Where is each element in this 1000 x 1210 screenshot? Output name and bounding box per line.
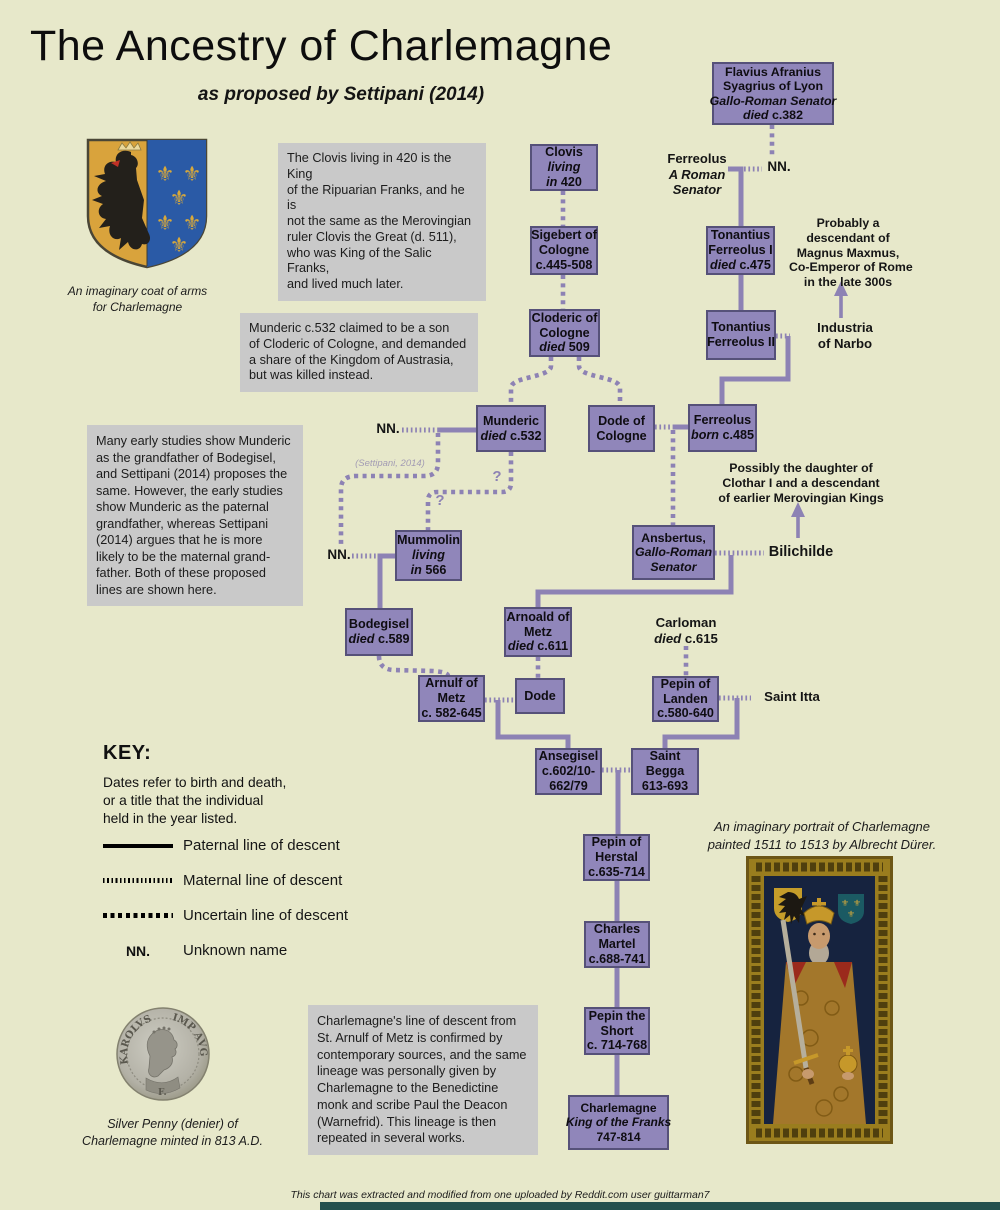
fleur-shield-icon: ⚜⚜⚜ (838, 894, 864, 924)
coin-mint-mark: F. (158, 1088, 167, 1098)
eagle-shield-icon (774, 888, 807, 924)
key-item-uncertain: Uncertain line of descent (103, 898, 413, 933)
coin-caption: Silver Penny (denier) of Charlemagne min… (82, 1117, 263, 1148)
line-to-ansegisel (495, 700, 571, 748)
line-bodegisel-arnulf (376, 655, 451, 677)
line-to-ferreolus485 (719, 336, 791, 405)
key-item-paternal: Paternal line of descent (103, 828, 413, 863)
svg-text:⚜: ⚜ (847, 910, 855, 920)
label-question-mark-1: ? (492, 468, 502, 485)
line-ferreolus-to-tonantius1 (728, 166, 744, 226)
line-settipani-proposal (338, 433, 441, 546)
svg-text:⚜: ⚜ (841, 899, 849, 909)
svg-text:⚜: ⚜ (156, 162, 175, 186)
svg-text:⚜: ⚜ (170, 186, 189, 210)
svg-text:⚜: ⚜ (170, 233, 189, 257)
svg-text:⚜: ⚜ (183, 211, 202, 235)
portrait-image: ⚜⚜⚜ (746, 856, 893, 1144)
portrait-caption: An imaginary portrait of Charlemagne pai… (707, 819, 937, 852)
svg-text:⚜: ⚜ (183, 162, 202, 186)
emperor-profile-icon (145, 1026, 181, 1094)
line-to-arnoald (535, 555, 734, 607)
note-clovis: The Clovis living in 420 is the King of … (278, 143, 486, 301)
line-munderic-mummolin (425, 452, 514, 530)
line-to-begga (662, 698, 740, 748)
coin-image: KAROLVS IMP AVG F. (116, 1007, 210, 1101)
page-subtitle: as proposed by Settipani (2014) (197, 84, 485, 105)
eagle-icon (92, 141, 151, 250)
line-cloderic-dode (576, 357, 623, 405)
label-nn-munderic-wife: NN. (376, 421, 400, 436)
footer-credit: This chart was extracted and modified fr… (290, 1189, 710, 1201)
page-title: The Ancestry of Charlemagne (30, 22, 613, 70)
key-description: Dates refer to birth and death, or a tit… (103, 775, 287, 826)
note-early-studies: Many early studies show Munderic as the … (87, 425, 303, 606)
svg-text:⚜: ⚜ (853, 899, 861, 909)
key-item-unknown-name: NN.Unknown name (125, 942, 288, 959)
coat-of-arms-image: ⚜⚜ ⚜ ⚜⚜ ⚜ (86, 138, 208, 269)
coat-of-arms-caption: An imaginary coat of arms for Charlemagn… (67, 284, 208, 315)
label-settipani-2014: (Settipani, 2014) (355, 458, 425, 469)
note-lineage: Charlemagne's line of descent from St. A… (308, 1005, 538, 1156)
arrow-bilichilde-note (791, 502, 805, 538)
label-nn-mummolin-wife: NN. (327, 547, 351, 562)
arrow-industria-note (834, 281, 848, 318)
label-nn-syagrius: NN. (767, 159, 791, 174)
label-question-mark-2: ? (435, 492, 445, 509)
charlemagne-figure (773, 898, 866, 1124)
key-block: KEY: Dates refer to birth and death, or … (103, 742, 413, 972)
key-title: KEY: (103, 742, 152, 764)
footer-bar (320, 1202, 1000, 1210)
person-box-dode: Dode (515, 678, 565, 714)
svg-text:⚜: ⚜ (156, 211, 175, 235)
note-munderic: Munderic c.532 claimed to be a son of Cl… (240, 313, 478, 392)
key-item-maternal: Maternal line of descent (103, 863, 413, 898)
label-bilichilde: Bilichilde (768, 544, 834, 560)
label-saint-itta: Saint Itta (764, 689, 820, 704)
line-cloderic-munderic (508, 357, 554, 405)
fleur-de-lis-icons: ⚜⚜ ⚜ ⚜⚜ ⚜ (156, 162, 202, 257)
line-mummolin-bodegisel (377, 553, 395, 608)
